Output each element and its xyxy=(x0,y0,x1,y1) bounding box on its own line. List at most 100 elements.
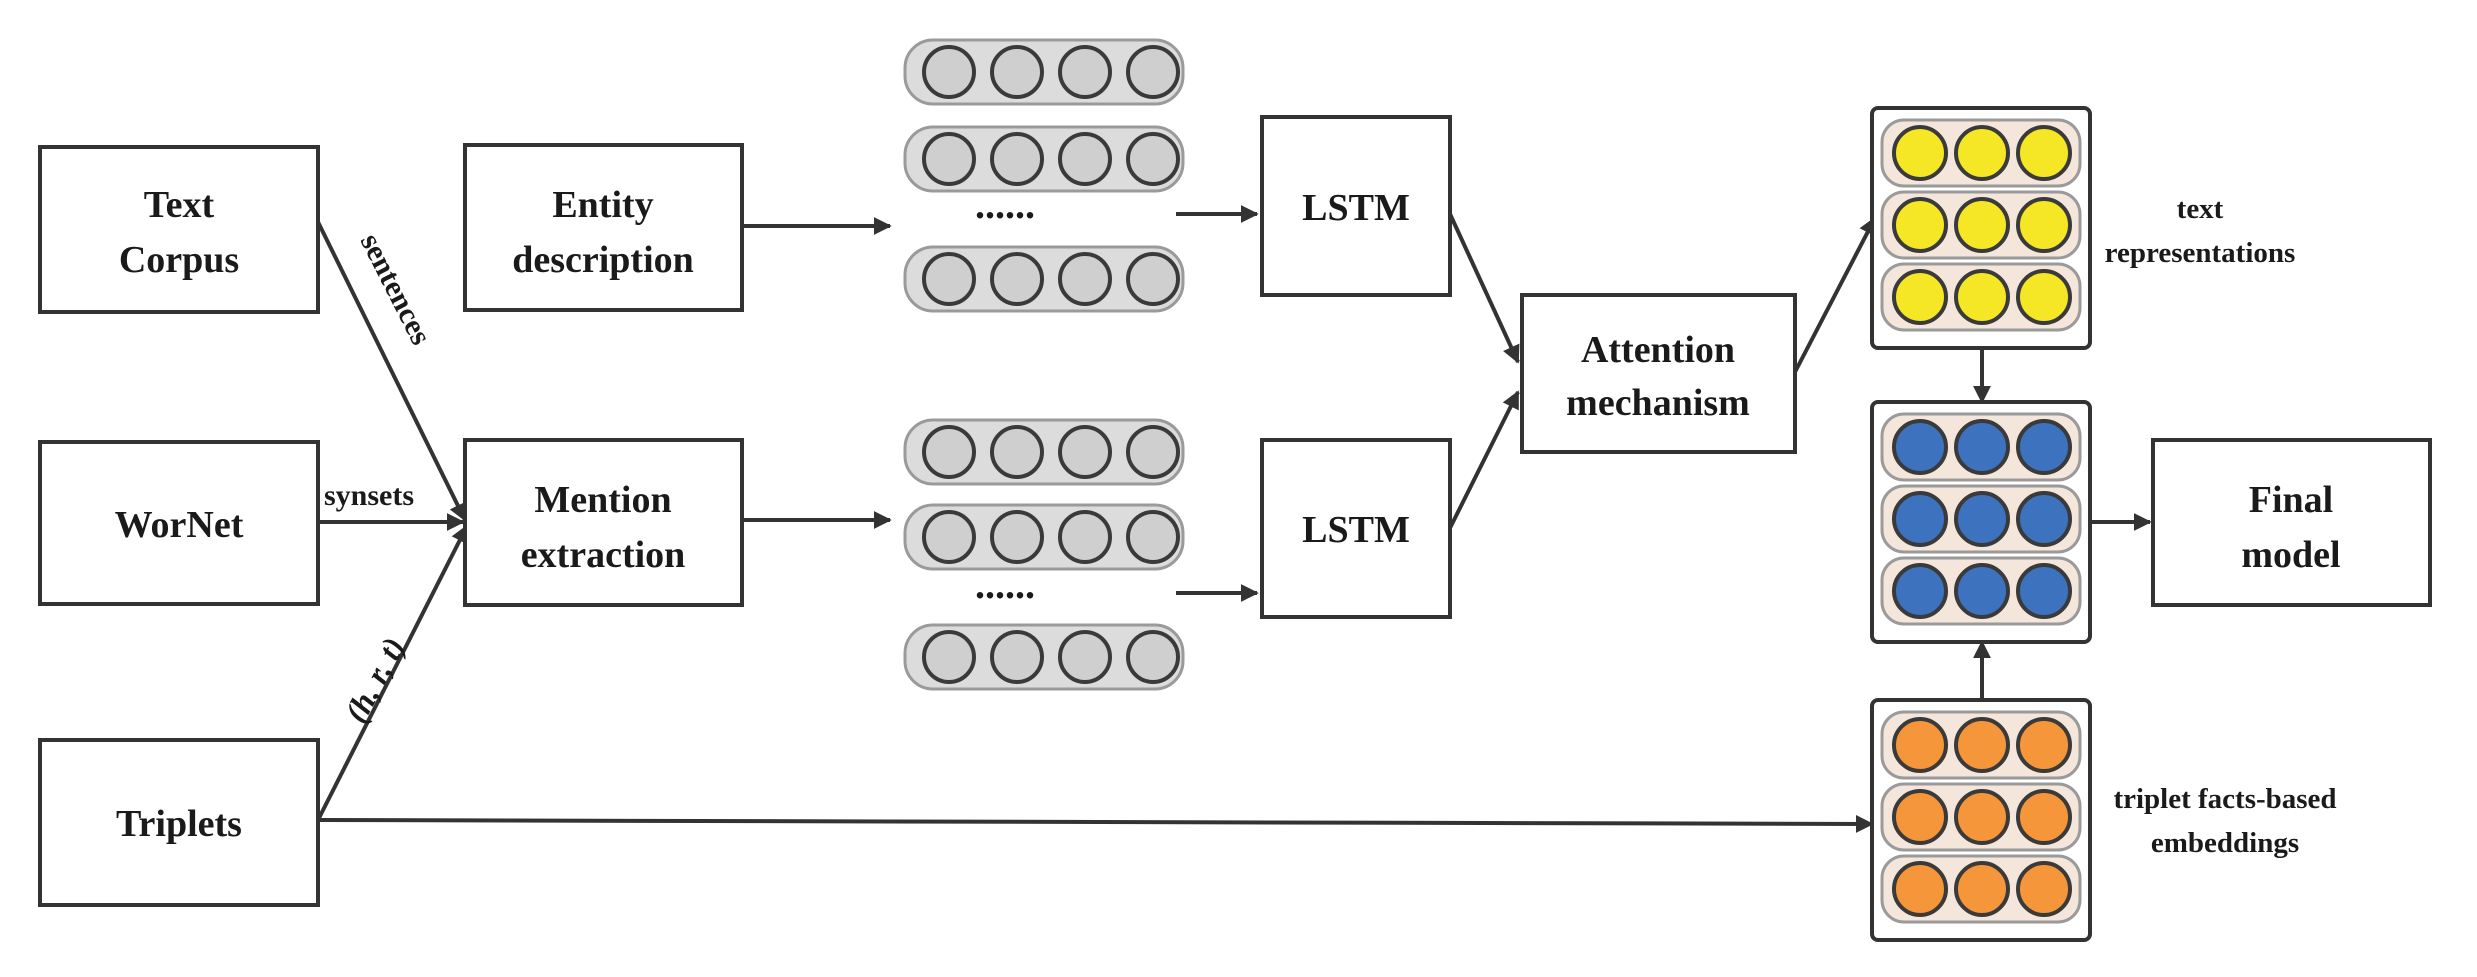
node-lstm-bottom: LSTM xyxy=(1260,438,1452,619)
triplet-embed-row-1 xyxy=(1880,710,2082,780)
triplets-label: Triplets xyxy=(116,803,242,845)
wornet-label: WorNet xyxy=(115,504,244,546)
attention-line-1: Attention xyxy=(1581,329,1735,371)
vector-row-top-3-cell xyxy=(1058,252,1112,306)
text-representations-line-1: text xyxy=(2177,193,2224,225)
node-lstm-top: LSTM xyxy=(1260,115,1452,297)
text-repr-cell xyxy=(2016,125,2072,181)
triplet-embed-cell xyxy=(2016,861,2072,917)
triplet-embed-cell xyxy=(1892,789,1948,845)
sequence-vectors-bottom xyxy=(903,418,1185,691)
vector-row-top-2-cell xyxy=(1126,132,1180,186)
text-repr-cell xyxy=(1892,269,1948,325)
edge-triplets-to-mention xyxy=(316,524,469,821)
vector-row-top-1-cell xyxy=(922,45,976,99)
vector-row-bottom-1-cell xyxy=(922,425,976,479)
combined-cell xyxy=(2016,563,2072,619)
text-corpus-line-1: Text xyxy=(144,184,215,226)
attention-line-2: mechanism xyxy=(1566,382,1750,424)
text-repr-row-3 xyxy=(1880,262,2082,332)
ellipsis-bottom: ...... xyxy=(975,562,1035,607)
combined-cell xyxy=(1954,419,2010,475)
triplet-embed-cell xyxy=(2016,789,2072,845)
text-repr-cell xyxy=(1954,269,2010,325)
node-mention-extraction: Mention extraction xyxy=(463,438,744,607)
vector-row-bottom-3-cell xyxy=(990,630,1044,684)
vector-row-top-3-cell xyxy=(990,252,1044,306)
mention-extraction-line-1: Mention xyxy=(534,479,671,521)
combined-cell xyxy=(1892,491,1948,547)
combined-row-3 xyxy=(1880,556,2082,626)
triplet-embeddings-stack xyxy=(1870,698,2092,942)
edge-lstm-top-to-attention xyxy=(1448,213,1520,364)
final-model-line-1: Final xyxy=(2249,479,2333,521)
text-representations-stack xyxy=(1870,106,2092,350)
vector-row-top-1 xyxy=(903,38,1185,106)
edge-lstm-bottom-to-attention xyxy=(1448,390,1520,529)
node-wornet: WorNet xyxy=(38,440,320,606)
triplet-embed-cell xyxy=(1954,717,2010,773)
combined-representations-stack xyxy=(1870,400,2092,644)
triplet-embed-cell xyxy=(1954,789,2010,845)
text-corpus-line-2: Corpus xyxy=(119,239,239,281)
combined-row-1 xyxy=(1880,412,2082,482)
vector-row-top-3-cell xyxy=(922,252,976,306)
triplet-embed-cell xyxy=(1892,717,1948,773)
vector-row-bottom-3-cell xyxy=(1058,630,1112,684)
text-representations-line-2: representations xyxy=(2105,237,2296,269)
vector-row-bottom-2 xyxy=(903,503,1185,571)
triplet-embed-row-2 xyxy=(1880,782,2082,852)
combined-cell xyxy=(1892,563,1948,619)
mention-extraction-line-2: extraction xyxy=(521,534,686,576)
vector-row-top-3-cell xyxy=(1126,252,1180,306)
vector-row-top-2-cell xyxy=(990,132,1044,186)
node-triplets: Triplets xyxy=(38,738,320,907)
text-repr-row-1 xyxy=(1880,118,2082,188)
edge-label-triplet-tuple: (h, r, t) xyxy=(337,631,411,728)
entity-description-line-1: Entity xyxy=(552,184,653,226)
edge-attention-to-text-repr xyxy=(1793,216,1877,373)
vector-row-bottom-2-cell xyxy=(990,510,1044,564)
entity-description-line-2: description xyxy=(512,239,694,281)
node-final-model: Final model xyxy=(2151,438,2432,607)
text-repr-cell xyxy=(1954,125,2010,181)
vector-row-bottom-1-cell xyxy=(990,425,1044,479)
vector-row-bottom-3-cell xyxy=(1126,630,1180,684)
text-repr-row-2 xyxy=(1880,190,2082,260)
triplet-embed-cell xyxy=(2016,717,2072,773)
text-repr-cell xyxy=(2016,269,2072,325)
vector-row-bottom-3-cell xyxy=(922,630,976,684)
triplet-embed-cell xyxy=(1954,861,2010,917)
vector-row-top-2-cell xyxy=(1058,132,1112,186)
vector-row-top-1-cell xyxy=(1126,45,1180,99)
triplet-embed-row-3 xyxy=(1880,854,2082,924)
vector-row-top-2 xyxy=(903,125,1185,193)
vector-row-top-1-cell xyxy=(1058,45,1112,99)
sequence-vectors-top xyxy=(903,38,1185,313)
edge-label-synsets: synsets xyxy=(324,479,414,512)
lstm-top-label: LSTM xyxy=(1302,187,1410,229)
combined-row-2 xyxy=(1880,484,2082,554)
combined-cell xyxy=(1954,491,2010,547)
triplet-embeddings-line-2: embeddings xyxy=(2151,827,2299,859)
vector-row-bottom-1 xyxy=(903,418,1185,486)
edge-corpus-to-mention xyxy=(316,221,467,522)
lstm-bottom-label: LSTM xyxy=(1302,509,1410,551)
node-entity-description: Entity description xyxy=(463,143,744,312)
vector-row-bottom-2-cell xyxy=(1058,510,1112,564)
combined-cell xyxy=(2016,419,2072,475)
vector-row-bottom-3 xyxy=(903,623,1185,691)
ellipsis-top: ...... xyxy=(975,182,1035,227)
vector-row-top-2-cell xyxy=(922,132,976,186)
combined-cell xyxy=(1892,419,1948,475)
node-text-corpus: Text Corpus xyxy=(38,145,320,314)
vector-row-top-3 xyxy=(903,245,1185,313)
combined-cell xyxy=(1954,563,2010,619)
combined-cell xyxy=(2016,491,2072,547)
edge-triplets-to-embeddings xyxy=(317,814,1874,833)
vector-row-top-1-cell xyxy=(990,45,1044,99)
vector-row-bottom-2-cell xyxy=(922,510,976,564)
edges xyxy=(316,205,2152,833)
vector-row-bottom-2-cell xyxy=(1126,510,1180,564)
